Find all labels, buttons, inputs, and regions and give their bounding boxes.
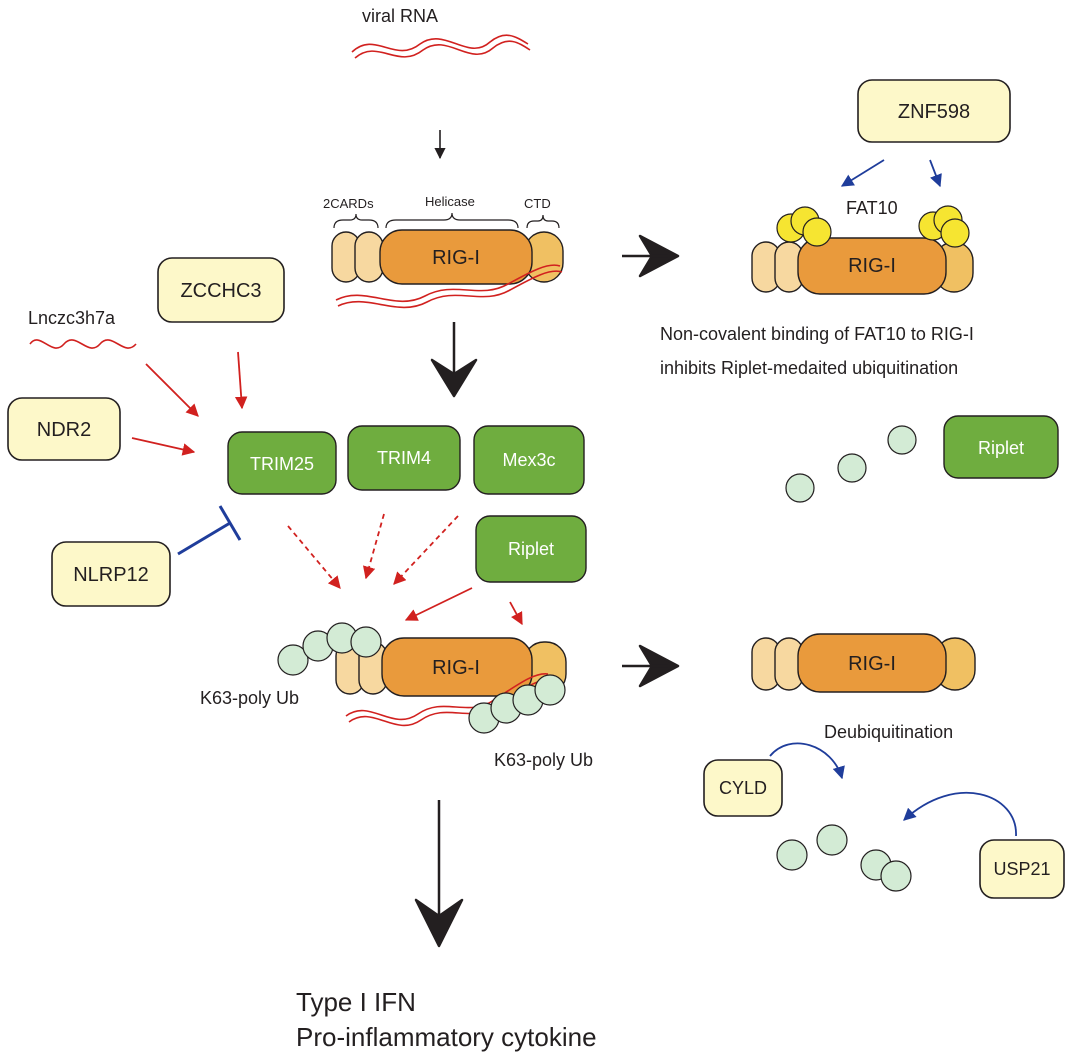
arrow-rigi-to-ligases bbox=[430, 322, 478, 398]
k63-label-right: K63-poly Ub bbox=[494, 750, 593, 770]
svg-text:TRIM4: TRIM4 bbox=[377, 448, 431, 468]
k63-ub-chain-left bbox=[277, 622, 382, 676]
fat10-note-line1: Non-covalent binding of FAT10 to RIG-I bbox=[660, 324, 974, 344]
svg-text:TRIM25: TRIM25 bbox=[250, 454, 314, 474]
arrow-lnczc3h7a-to-trim25 bbox=[145, 363, 199, 417]
arrow-riplet-to-ctd bbox=[509, 601, 523, 626]
arrow-znf598-right bbox=[929, 159, 942, 188]
svg-text:Mex3c: Mex3c bbox=[502, 450, 555, 470]
rigi-ub-label: RIG-I bbox=[432, 657, 480, 679]
helicase-label: Helicase bbox=[425, 194, 475, 209]
free-ubiquitin-lower bbox=[776, 824, 912, 892]
rigi-top-bound-rna bbox=[335, 264, 563, 309]
k63-ub-chain-right bbox=[468, 674, 566, 734]
arrow-rigi-to-fat10 bbox=[622, 234, 680, 278]
svg-text:ZNF598: ZNF598 bbox=[898, 101, 970, 123]
nlrp12-box: NLRP12 bbox=[51, 541, 171, 607]
inhibition-nlrp12-trim25 bbox=[177, 505, 242, 556]
arrow-trim4-dashed bbox=[363, 513, 385, 580]
arrow-cyld-curve bbox=[769, 742, 845, 780]
arrow-mex3c-dashed bbox=[393, 515, 459, 585]
fat10-note-line2: inhibits Riplet-medaited ubiquitination bbox=[660, 358, 958, 378]
output-line2: Pro-inflammatory cytokine bbox=[296, 1022, 597, 1052]
svg-text:USP21: USP21 bbox=[993, 859, 1050, 879]
usp21-box: USP21 bbox=[979, 839, 1065, 899]
k63-label-left: K63-poly Ub bbox=[200, 688, 299, 708]
ctd-label: CTD bbox=[524, 196, 551, 211]
arrow-zcchc3-to-trim25 bbox=[234, 351, 248, 410]
cards-brace bbox=[333, 213, 379, 229]
output-line1: Type I IFN bbox=[296, 987, 416, 1017]
trim25-box: TRIM25 bbox=[227, 431, 337, 495]
rigi-ubiquitinated: RIG-I bbox=[335, 637, 567, 697]
arrow-trim25-dashed bbox=[287, 525, 341, 589]
arrow-znf598-left bbox=[840, 159, 885, 187]
lnczc3h7a-rna bbox=[29, 339, 137, 349]
arrow-to-output bbox=[414, 800, 464, 948]
mex3c-box: Mex3c bbox=[473, 425, 585, 495]
deubiquitination-label: Deubiquitination bbox=[824, 722, 953, 742]
svg-text:CYLD: CYLD bbox=[719, 778, 767, 798]
rigi-top-label: RIG-I bbox=[432, 247, 480, 269]
arrow-riplet-to-cards bbox=[404, 587, 473, 621]
free-ubiquitin-upper bbox=[785, 425, 917, 503]
lnczc3h7a-label: Lnczc3h7a bbox=[28, 308, 116, 328]
rigi-deubiquitinated: RIG-I bbox=[751, 633, 976, 693]
svg-text:NDR2: NDR2 bbox=[37, 419, 91, 441]
trim4-box: TRIM4 bbox=[347, 425, 461, 491]
svg-text:Riplet: Riplet bbox=[978, 438, 1024, 458]
rigi-fat10-label: RIG-I bbox=[848, 255, 896, 277]
arrow-ndr2-to-trim25 bbox=[131, 437, 196, 456]
riplet-box-right: Riplet bbox=[943, 415, 1059, 479]
fat10-label: FAT10 bbox=[846, 198, 898, 218]
rigi-fat10: RIG-I bbox=[751, 237, 974, 295]
ndr2-box: NDR2 bbox=[7, 397, 121, 461]
znf598-box: ZNF598 bbox=[857, 79, 1011, 143]
ctd-brace bbox=[526, 214, 560, 229]
rigi-top: RIG-I bbox=[331, 229, 564, 285]
fat10-right bbox=[918, 205, 970, 248]
rigi-deub-label: RIG-I bbox=[848, 653, 896, 675]
viral-rna-label: viral RNA bbox=[362, 6, 438, 26]
arrow-usp21-curve bbox=[903, 792, 1017, 837]
svg-text:ZCCHC3: ZCCHC3 bbox=[180, 280, 261, 302]
riplet-box: Riplet bbox=[475, 515, 587, 583]
cards-label: 2CARDs bbox=[323, 196, 374, 211]
cyld-box: CYLD bbox=[703, 759, 783, 817]
fat10-left bbox=[776, 206, 832, 247]
svg-text:Riplet: Riplet bbox=[508, 539, 554, 559]
zcchc3-box: ZCCHC3 bbox=[157, 257, 285, 323]
helicase-brace bbox=[385, 212, 519, 229]
svg-text:NLRP12: NLRP12 bbox=[73, 564, 149, 586]
viral-rna-strand bbox=[351, 34, 531, 59]
arrow-ub-rigi-to-deub bbox=[622, 644, 680, 688]
